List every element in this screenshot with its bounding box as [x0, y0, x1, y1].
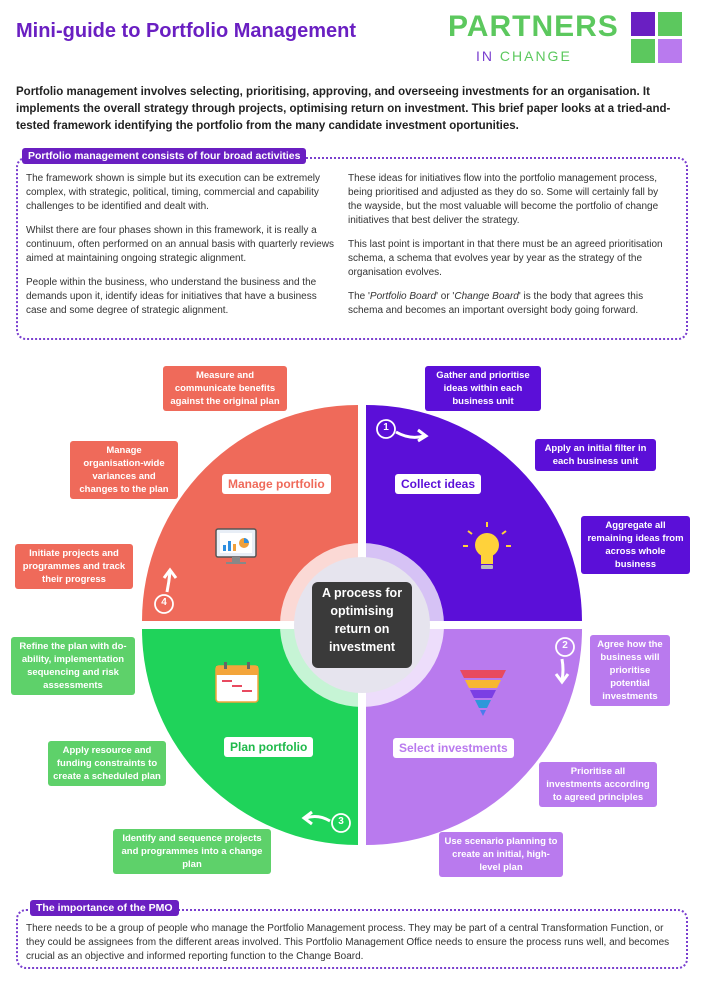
arrow-head: [301, 810, 313, 826]
pmo-box: The importance of the PMO There needs to…: [16, 900, 688, 969]
arrow-head: [162, 567, 178, 579]
activities-left-column: The framework shown is simple but its ex…: [26, 172, 336, 328]
arrow-head: [554, 673, 570, 685]
arrow-icon: [165, 571, 172, 593]
center-box: [312, 582, 412, 668]
arrow-icon: [305, 815, 331, 823]
activities-right-column: These ideas for initiatives flow into th…: [348, 172, 670, 328]
quadrant-title-select: Select investments: [393, 738, 514, 758]
arrow-head: [417, 428, 429, 443]
logo-square: [658, 39, 682, 63]
label-manage-1: Measure and communicate benefits against…: [163, 366, 287, 411]
portfolio-board-term: Portfolio Board: [369, 291, 437, 302]
activities-heading: Portfolio management consists of four br…: [22, 148, 307, 164]
label-collect-1: Gather and prioritise ideas within each …: [425, 366, 541, 411]
label-manage-2: Manage organisation-wide variances and c…: [70, 441, 178, 499]
activities-box: Portfolio management consists of four br…: [16, 148, 688, 340]
process-diagram: 1 2 3 4 Manage portfolio Collect ideas S…: [0, 355, 703, 895]
step-marker-1: [376, 419, 396, 439]
arrow-icon: [560, 658, 565, 681]
step-marker-4: [154, 594, 174, 614]
pmo-text: There needs to be a group of people who …: [26, 923, 670, 962]
label-plan-2: Apply resource and funding constraints t…: [48, 741, 166, 786]
label-select-1: Agree how the business will prioritise p…: [590, 635, 670, 706]
activities-paragraph: The framework shown is simple but its ex…: [26, 173, 321, 212]
arrow-icon: [395, 430, 425, 439]
label-collect-3: Aggregate all remaining ideas from acros…: [581, 516, 690, 574]
logo-sub-text: IN CHANGE: [476, 48, 572, 64]
step-marker-3: [331, 813, 351, 833]
step-number: 2: [562, 640, 568, 651]
quadrant-select: [366, 629, 582, 845]
label-select-3: Use scenario planning to create an initi…: [439, 832, 563, 877]
quadrant-manage: [142, 405, 358, 621]
quadrant-collect: [366, 405, 582, 621]
logo-sub-in: IN: [476, 48, 494, 64]
step-number: 1: [383, 422, 389, 433]
partners-in-change-logo: PARTNERS IN CHANGE: [448, 10, 688, 68]
funnel-icon: [460, 670, 506, 716]
logo-sub-change: CHANGE: [499, 48, 572, 64]
activities-paragraph: These ideas for initiatives flow into th…: [348, 173, 659, 226]
quadrant-title-plan: Plan portfolio: [224, 737, 314, 757]
activities-paragraph: People within the business, who understa…: [26, 277, 317, 316]
label-collect-2: Apply an initial filter in each business…: [535, 439, 656, 471]
label-plan-1: Refine the plan with do-ability, impleme…: [11, 637, 135, 695]
step-number: 3: [338, 816, 344, 827]
pmo-heading: The importance of the PMO: [30, 900, 179, 916]
label-manage-3: Initiate projects and programmes and tra…: [15, 544, 133, 589]
label-plan-3: Identify and sequence projects and progr…: [113, 829, 271, 874]
logo-square: [631, 12, 655, 36]
logo-square: [631, 39, 655, 63]
center-text: A process for optimising return on inves…: [321, 586, 403, 654]
quadrant-title-manage: Manage portfolio: [222, 474, 331, 494]
lightbulb-icon: [463, 522, 511, 569]
monitor-chart-icon: [215, 528, 257, 564]
step-number: 4: [161, 597, 167, 608]
logo-main-text: PARTNERS: [448, 10, 619, 43]
page-title: Mini-guide to Portfolio Management: [16, 20, 356, 42]
activities-paragraph: Whilst there are four phases shown in th…: [26, 225, 334, 264]
change-board-term: Change Board: [454, 291, 519, 302]
activities-paragraph-board: The 'Portfolio Board' or 'Change Board' …: [348, 291, 644, 316]
quadrant-title-collect: Collect ideas: [395, 474, 482, 494]
activities-paragraph: This last point is important in that the…: [348, 239, 663, 278]
logo-square: [658, 12, 682, 36]
step-marker-2: [555, 637, 575, 657]
intro-paragraph: Portfolio management involves selecting,…: [16, 86, 671, 132]
calendar-icon: [215, 662, 259, 703]
label-select-2: Prioritise all investments according to …: [539, 762, 657, 807]
